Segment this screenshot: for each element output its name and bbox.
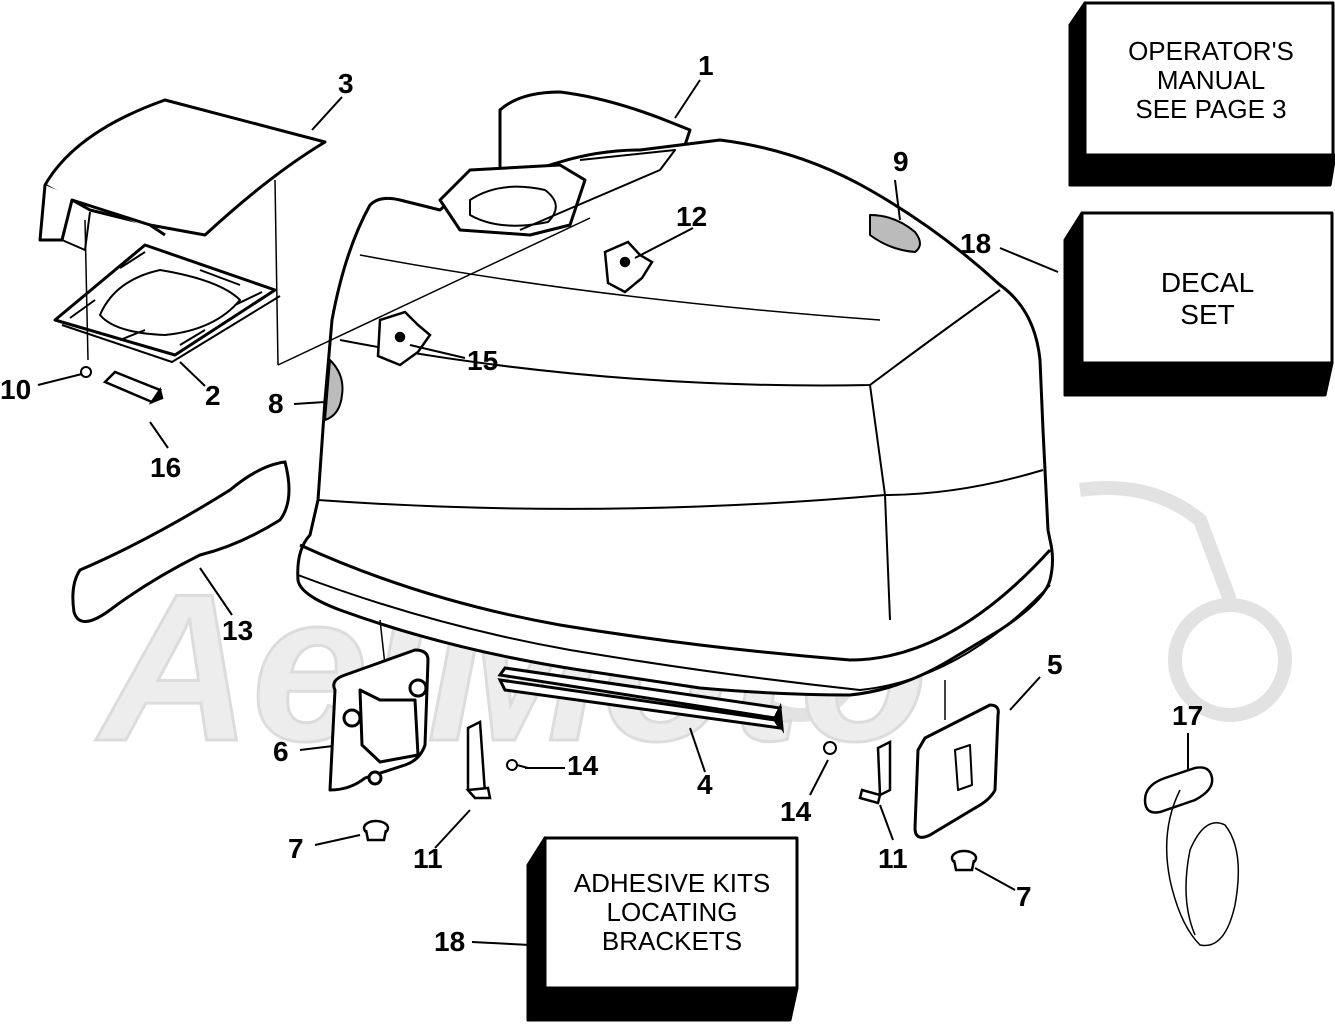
callout-11-left: 11: [413, 843, 443, 874]
grommet-part-7-right: [950, 849, 978, 872]
callout-18-top: 18: [960, 228, 992, 259]
bracket-part-11-left: [465, 720, 492, 800]
adhesive-kits-box: [526, 836, 799, 1022]
callout-4: 4: [697, 769, 713, 800]
gasket-part-13: [71, 460, 291, 623]
engine-cover-part-1: [296, 90, 1054, 697]
grommet-part-7-left: [362, 819, 390, 842]
box-line: SET: [1180, 299, 1235, 330]
callout-14-right: 14: [780, 796, 812, 827]
decal-set-box: [1063, 211, 1334, 397]
callout-10: 10: [0, 374, 32, 405]
callout-1: 1: [698, 50, 714, 81]
callout-8: 8: [268, 388, 284, 419]
seal-part-16: [102, 370, 164, 405]
callout-13: 13: [222, 615, 254, 646]
box-line: SEE PAGE 3: [1135, 94, 1287, 124]
box-line: MANUAL: [1156, 65, 1266, 95]
callout-3: 3: [338, 68, 354, 99]
box-line: LOCATING: [606, 897, 738, 927]
callout-2: 2: [205, 380, 221, 411]
intake-grille-part-2: [53, 243, 281, 363]
latch-part-12: [603, 240, 654, 294]
callout-14-left: 14: [567, 750, 599, 781]
box-line: OPERATOR'S: [1128, 36, 1294, 66]
box-line: ADHESIVE KITS: [573, 868, 771, 898]
callout-12: 12: [676, 201, 708, 232]
adhesive-kits-text: ADHESIVE KITS LOCATING BRACKETS: [548, 869, 796, 956]
callout-11-right: 11: [878, 843, 908, 874]
sensor-part-17: [1143, 766, 1240, 947]
callout-15: 15: [467, 345, 499, 376]
leader-lines: [37, 79, 1189, 946]
operators-manual-box: [1068, 1, 1335, 187]
callout-17: 17: [1172, 700, 1204, 731]
decal-set-text: DECAL SET: [1085, 267, 1330, 331]
assembly-guide-lines: [84, 179, 946, 720]
callout-7-left: 7: [288, 833, 304, 864]
callout-18-bottom: 18: [434, 926, 466, 957]
seal-strip-part-4: [497, 666, 785, 734]
callout-6: 6: [273, 736, 289, 767]
box-line: BRACKETS: [601, 926, 743, 956]
screw-part-14-left: [506, 759, 529, 771]
bracket-part-6: [328, 648, 430, 792]
box-line: DECAL: [1160, 267, 1255, 298]
screw-part-14-right: [823, 741, 837, 755]
callout-16: 16: [150, 452, 182, 483]
bracket-part-11-right: [858, 739, 892, 805]
callout-5: 5: [1047, 649, 1063, 680]
operators-manual-text: OPERATOR'S MANUAL SEE PAGE 3: [1090, 37, 1332, 124]
intake-cover-part-3: [38, 98, 327, 251]
screw-part-10: [80, 366, 92, 378]
callout-7-right: 7: [1016, 881, 1032, 912]
bracket-part-5: [913, 703, 1000, 839]
latch-part-15: [376, 310, 432, 367]
callout-9: 9: [893, 146, 909, 177]
